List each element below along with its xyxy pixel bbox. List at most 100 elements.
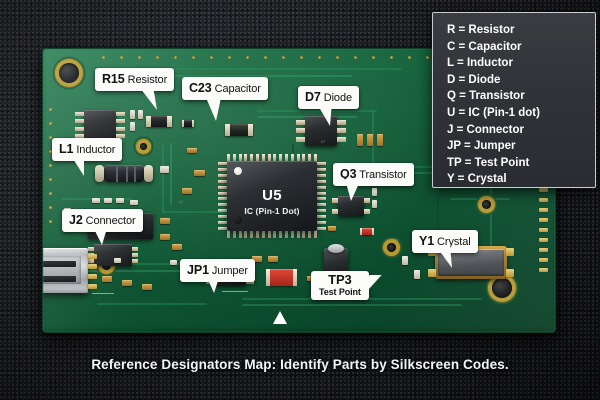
component-soic-top-left <box>84 110 116 140</box>
callout-part: Connector <box>82 215 136 227</box>
designator-legend: R = Resistor C = Capacitor L = Inductor … <box>432 12 596 188</box>
legend-sep: = <box>455 73 469 86</box>
callout-leader-line <box>92 225 108 245</box>
callout-part: Jumper <box>208 265 248 277</box>
component-smd-passive <box>102 276 112 282</box>
callout-jp1[interactable]: JP1 Jumper <box>180 259 255 293</box>
callout-designator: L1 <box>59 142 74 156</box>
legend-row: L = Inductor <box>447 55 595 72</box>
callout-leader-line <box>345 179 361 201</box>
component-smd-passive <box>172 244 182 250</box>
component-pad <box>88 284 97 289</box>
component-smd-passive <box>194 170 205 176</box>
component-u5-ic: U5 IC (Pin-1 Dot) <box>227 161 317 231</box>
component-smd-passive <box>328 226 336 231</box>
callout-designator: Q3 <box>340 167 357 181</box>
legend-code: TP <box>447 156 462 169</box>
legend-row: Q = Transistor <box>447 88 595 105</box>
callout-leader-line <box>206 275 220 293</box>
pcb-trace <box>450 198 510 200</box>
usb-contact-bar <box>42 261 76 267</box>
component-smd-passive <box>182 188 192 194</box>
callout-designator: JP1 <box>187 263 209 277</box>
callout-leader-line <box>137 84 157 110</box>
silkscreen-text: Y1 <box>394 238 399 242</box>
component-smd-passive <box>114 258 121 263</box>
component-smd-passive <box>377 134 383 146</box>
component-smd-passive <box>130 200 138 205</box>
component-legs <box>132 246 138 264</box>
callout-d7[interactable]: D7 Diode <box>298 86 359 126</box>
callout-box: TP3 Test Point <box>311 271 369 300</box>
pcb-trace <box>490 166 492 246</box>
component-smd-passive <box>357 134 363 146</box>
pointer-arrow-icon <box>273 311 287 324</box>
usb-contact-bar <box>42 276 76 282</box>
legend-meaning: Diode <box>468 73 501 86</box>
callout-j2[interactable]: J2 Connector <box>62 209 143 245</box>
callout-designator: C23 <box>189 81 212 95</box>
callout-q3[interactable]: Q3 Transistor <box>333 163 414 201</box>
test-point-dome <box>328 244 344 253</box>
legend-meaning: Capacitor <box>468 40 522 53</box>
legend-row: TP = Test Point <box>447 155 595 172</box>
callout-leader-line <box>70 154 84 176</box>
component-pad <box>428 269 436 277</box>
callout-leader-line <box>204 93 222 121</box>
component-l1-inductor <box>104 165 144 182</box>
legend-sep: = <box>453 123 467 136</box>
pcb-trace <box>372 110 374 170</box>
component-lead <box>144 165 153 182</box>
legend-meaning: Test Point <box>474 156 530 169</box>
pcb-trace <box>242 304 462 306</box>
callout-designator: J2 <box>69 213 83 227</box>
component-smd-passive <box>104 198 112 203</box>
component-smd-passive <box>268 256 278 262</box>
component-smd-passive <box>372 200 377 208</box>
orientation-dot-icon <box>234 216 242 224</box>
mounting-hole-center <box>387 243 396 252</box>
callout-y1[interactable]: Y1 Crystal <box>412 230 478 268</box>
component-smd-passive <box>130 122 135 131</box>
legend-row: C = Capacitor <box>447 39 595 56</box>
legend-sep: = <box>455 106 469 119</box>
legend-code: Y <box>447 173 455 186</box>
pcb-trace <box>82 270 212 272</box>
legend-meaning: IC (Pin-1 dot) <box>468 106 540 119</box>
legend-meaning: Inductor <box>466 57 513 70</box>
callout-part: Transistor <box>356 169 407 181</box>
legend-sep: = <box>453 57 467 70</box>
component-smd-passive <box>138 110 143 119</box>
callout-part: Inductor <box>73 144 116 156</box>
mounting-hole-top-left <box>59 63 79 83</box>
qfp-pins-left <box>218 162 227 230</box>
component-smd-passive <box>360 228 374 235</box>
figure-caption: Reference Designators Map: Identify Part… <box>91 357 509 372</box>
component-lead <box>95 165 104 182</box>
component-smd-passive <box>252 256 262 262</box>
silkscreen-text: L1 <box>179 200 183 204</box>
callout-c23[interactable]: C23 Capacitor <box>182 77 268 121</box>
legend-code: Q <box>447 90 456 103</box>
qfp-pins-bottom <box>227 229 317 238</box>
callout-tp3[interactable]: TP3 Test Point <box>311 271 382 300</box>
component-pad <box>88 264 97 269</box>
legend-row: J = Connector <box>447 122 595 139</box>
qfp-pins-right <box>317 162 326 230</box>
callout-r15[interactable]: R15 Resistor <box>95 68 175 110</box>
component-legs <box>116 112 125 138</box>
component-legs <box>332 198 338 214</box>
pcb-trace <box>162 211 272 213</box>
component-pad <box>88 274 97 279</box>
qfp-pins-top <box>227 154 317 163</box>
legend-sep: = <box>455 90 470 103</box>
callout-part: Diode <box>320 92 352 104</box>
pcb-trace <box>82 263 232 265</box>
callout-l1[interactable]: L1 Inductor <box>52 138 123 176</box>
chip-description: IC (Pin-1 Dot) <box>244 206 300 216</box>
component-d7-diode <box>305 116 337 146</box>
legend-row: Y = Crystal <box>447 171 595 188</box>
callout-designator: D7 <box>305 90 321 104</box>
pcb-trace <box>162 143 164 213</box>
legend-sep: = <box>454 173 468 186</box>
